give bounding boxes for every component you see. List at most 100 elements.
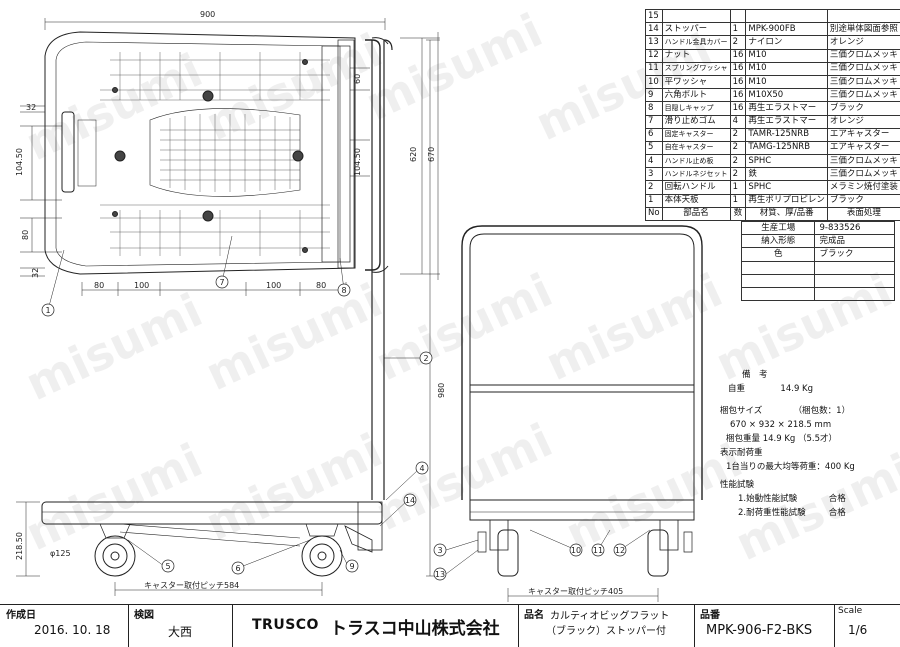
parts-cell-qty: 2 <box>730 141 746 154</box>
parts-cell-qty: 2 <box>730 128 746 141</box>
dim-caster-pitch-front: キャスター取付ピッチ405 <box>528 586 623 596</box>
date-value: 2016. 10. 18 <box>34 623 110 637</box>
factory-label: 生産工場 <box>742 222 815 235</box>
callout-9: 9 <box>349 562 354 571</box>
front-view <box>462 226 702 576</box>
dim-980: 980 <box>437 383 446 398</box>
parts-cell-material: M10 <box>746 75 828 88</box>
dim-dia125: φ125 <box>50 549 71 558</box>
parts-cell-name: 自在キャスター <box>662 141 730 154</box>
load-value: 1台当りの最大均等荷重：400 Kg <box>720 460 855 474</box>
side-view <box>42 40 392 576</box>
pack-size-label: 梱包サイズ <box>720 406 762 416</box>
parts-cell-qty: 16 <box>730 62 746 75</box>
product-line2: （ブラック）ストッパー付 <box>546 622 666 637</box>
parts-cell-name: 滑り止めゴム <box>662 115 730 128</box>
parts-cell-finish: ブラック <box>827 194 900 207</box>
parts-cell-name: 固定キャスター <box>662 128 730 141</box>
parts-cell-finish: 三価クロムメッキ <box>827 168 900 181</box>
product-cell: 品名 カルティオビッグフラット （ブラック）ストッパー付 <box>518 605 695 647</box>
brand-logo: TRUSCO <box>252 617 319 633</box>
pack-weight-row: 梱包重量 14.9 Kg （5.5才） <box>720 432 855 446</box>
date-cell: 作成日 2016. 10. 18 <box>0 605 129 647</box>
load-label: 表示耐荷重 <box>720 446 855 460</box>
parts-cell-finish: 三価クロムメッキ <box>827 155 900 168</box>
parts-cell-material: SPHC <box>746 155 828 168</box>
check-value: 大西 <box>168 623 192 640</box>
parts-cell-finish: 三価クロムメッキ <box>827 49 900 62</box>
dim-620: 620 <box>409 147 418 162</box>
part-label: 品番 <box>700 606 720 621</box>
weight-row: 自重 14.9 Kg <box>720 382 855 396</box>
dim-104-50b: 104.50 <box>353 148 362 176</box>
pack-weight-value: 14.9 Kg （5.5才） <box>763 434 837 444</box>
factory-value: 9-833526 <box>815 222 895 235</box>
parts-cell-material: ナイロン <box>746 36 828 49</box>
notes: 備 考 自重 14.9 Kg 梱包サイズ （梱包数：1） 670 × 932 ×… <box>720 368 855 520</box>
callout-3: 3 <box>437 546 442 555</box>
parts-header-no: No <box>646 207 663 220</box>
parts-cell-finish <box>827 10 900 23</box>
callout-2: 2 <box>423 354 428 363</box>
parts-cell-finish: エアキャスター <box>827 128 900 141</box>
dim-670: 670 <box>427 147 436 162</box>
callout-11: 11 <box>593 546 603 555</box>
dim-b80a: 80 <box>94 281 104 290</box>
parts-cell-name: ナット <box>662 49 730 62</box>
parts-cell-material: 鉄 <box>746 168 828 181</box>
dim-60: 60 <box>353 74 362 84</box>
callout-7: 7 <box>219 278 224 287</box>
weight-value: 14.9 Kg <box>780 384 813 394</box>
test2-name: 2.耐荷重性能試験 <box>738 506 826 520</box>
parts-cell-name <box>662 10 730 23</box>
parts-cell-finish: オレンジ <box>827 115 900 128</box>
dim-b100a: 100 <box>134 281 149 290</box>
delivery-label: 納入形態 <box>742 235 815 248</box>
parts-cell-material: M10X50 <box>746 89 828 102</box>
callout-8: 8 <box>341 286 346 295</box>
parts-cell-no: 15 <box>646 10 663 23</box>
color-label: 色 <box>742 248 815 261</box>
product-label: 品名 <box>524 606 544 621</box>
dim-104-50a: 104.50 <box>15 148 24 176</box>
dim-900: 900 <box>200 10 215 19</box>
scale-value: 1/6 <box>848 623 867 637</box>
parts-cell-name: 平ワッシャ <box>662 75 730 88</box>
part-number-cell: 品番 MPK-906-F2-BKS <box>694 605 835 647</box>
title-block: 作成日 2016. 10. 18 検図 大西 TRUSCO トラスコ中山株式会社… <box>0 604 900 647</box>
parts-cell-material: M10 <box>746 49 828 62</box>
callout-13: 13 <box>435 570 445 579</box>
callout-6: 6 <box>235 564 240 573</box>
parts-cell-no: 13 <box>646 36 663 49</box>
parts-cell-material: M10 <box>746 62 828 75</box>
parts-cell-finish: 三価クロムメッキ <box>827 62 900 75</box>
check-cell: 検図 大西 <box>128 605 233 647</box>
parts-cell-name: 本体天板 <box>662 194 730 207</box>
parts-cell-name: ハンドル止め板 <box>662 155 730 168</box>
callout-12: 12 <box>615 546 625 555</box>
parts-cell-name: ハンドルネジセット <box>662 168 730 181</box>
scale-cell: Scale 1/6 <box>834 605 900 647</box>
notes-heading: 備 考 <box>720 368 855 382</box>
dim-218-50: 218.50 <box>15 532 24 560</box>
product-line1: カルティオビッグフラット <box>550 607 669 622</box>
dim-caster-pitch-side: キャスター取付ピッチ584 <box>144 580 239 590</box>
parts-cell-material: 再生エラストマー <box>746 102 828 115</box>
pack-weight-label: 梱包重量 <box>726 434 760 444</box>
parts-cell-finish: 三価クロムメッキ <box>827 75 900 88</box>
parts-cell-qty <box>730 10 746 23</box>
parts-row: 15 <box>646 10 900 23</box>
parts-cell-material: 再生ポリプロピレン <box>746 194 828 207</box>
parts-cell-finish: メラミン焼付塗装 <box>827 181 900 194</box>
company-cell: TRUSCO トラスコ中山株式会社 <box>232 605 519 647</box>
parts-cell-qty: 2 <box>730 155 746 168</box>
parts-cell-name: 目隠しキャップ <box>662 102 730 115</box>
